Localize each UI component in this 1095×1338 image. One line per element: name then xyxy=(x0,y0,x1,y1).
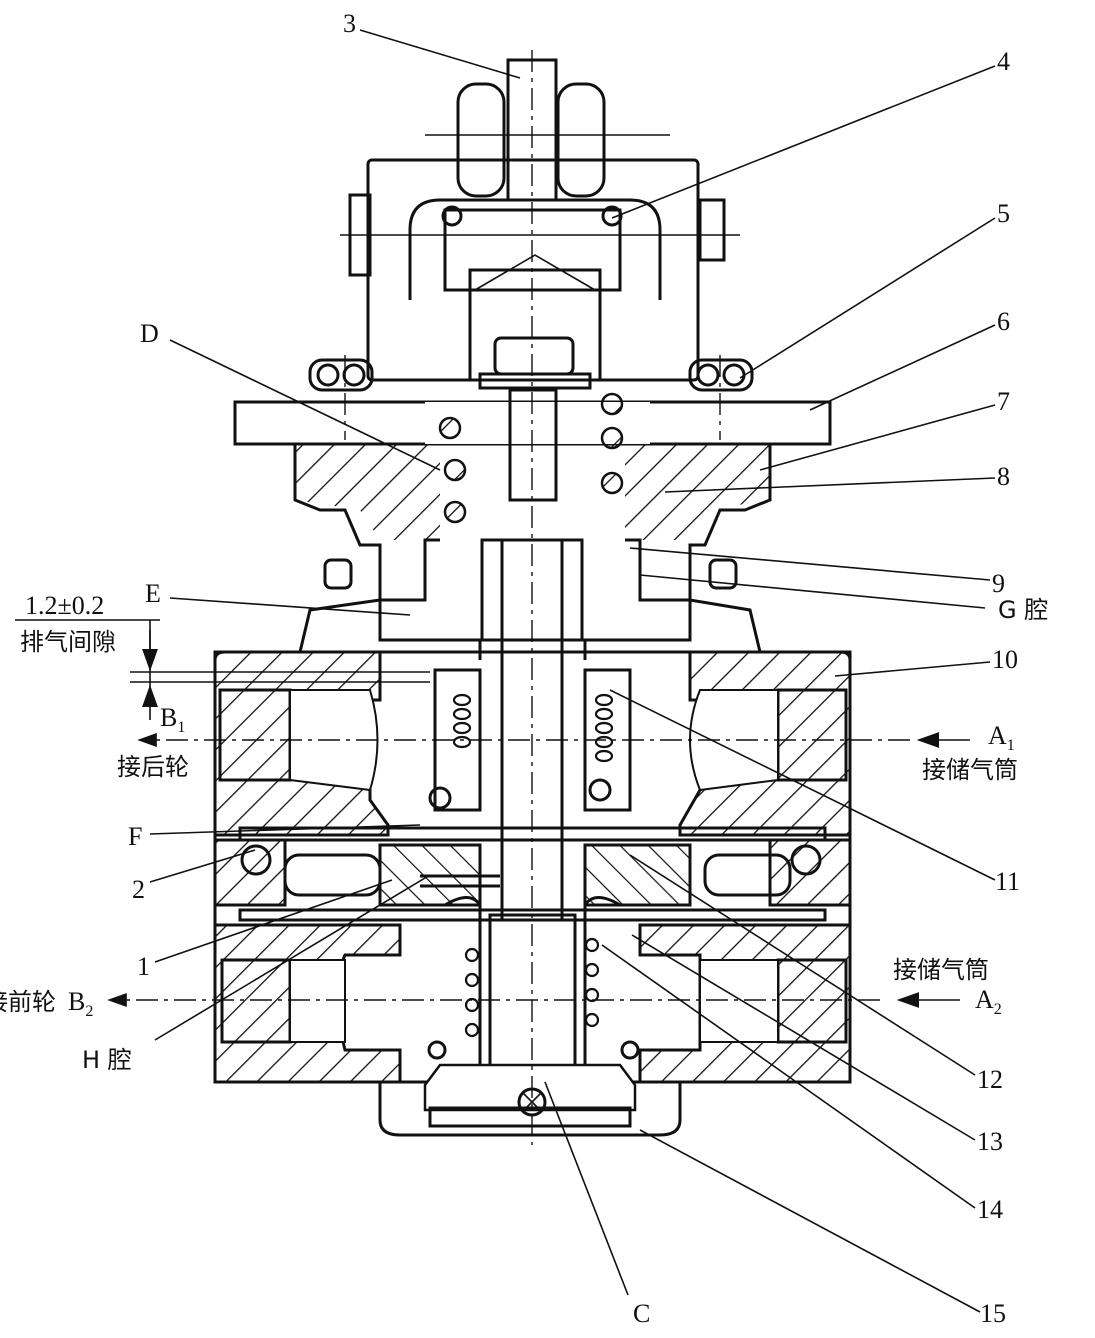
valve-body xyxy=(130,50,852,1145)
label-5: 5 xyxy=(997,199,1010,228)
label-4: 4 xyxy=(997,47,1010,76)
letter-labels: D E F C G 腔 H 腔 xyxy=(82,319,1048,1328)
label-3: 3 xyxy=(343,9,356,38)
label-1: 1 xyxy=(137,952,150,981)
port-labels: B1 接后轮 A1 接储气筒 接储气筒 A2 接前轮 B2 xyxy=(0,703,1018,1020)
label-14: 14 xyxy=(977,1195,1003,1224)
port-rear-wheel: 接后轮 xyxy=(117,753,189,781)
port-B1: B1 xyxy=(160,703,185,736)
label-12: 12 xyxy=(977,1065,1003,1094)
port-A2: A2 xyxy=(975,985,1002,1018)
label-F: F xyxy=(128,822,142,851)
flow-arrows xyxy=(107,630,970,1008)
label-9: 9 xyxy=(992,569,1005,598)
label-H-chamber: H 腔 xyxy=(82,1046,132,1074)
gap-dimension: 1.2±0.2 xyxy=(25,591,104,620)
label-C: C xyxy=(633,1299,650,1328)
label-6: 6 xyxy=(997,307,1010,336)
label-10: 10 xyxy=(992,645,1018,674)
label-D: D xyxy=(140,319,159,348)
label-15: 15 xyxy=(980,1299,1006,1328)
port-A1: A1 xyxy=(988,721,1015,754)
label-7: 7 xyxy=(997,387,1010,416)
label-11: 11 xyxy=(995,867,1020,896)
label-13: 13 xyxy=(977,1127,1003,1156)
label-2: 2 xyxy=(132,875,145,904)
label-E: E xyxy=(145,579,161,608)
label-G-chamber: G 腔 xyxy=(998,596,1048,624)
gap-label: 排气间隙 xyxy=(20,628,116,656)
port-B2: B2 xyxy=(68,987,93,1020)
label-8: 8 xyxy=(997,462,1010,491)
port-front-wheel: 接前轮 xyxy=(0,988,56,1016)
port-reservoir-lower: 接储气筒 xyxy=(893,956,989,984)
port-reservoir-upper: 接储气筒 xyxy=(922,756,1018,784)
part-number-labels: 3 4 5 6 7 8 9 10 11 12 13 14 15 1 2 xyxy=(132,9,1020,1328)
gap-annotation: 1.2±0.2 排气间隙 xyxy=(15,591,160,656)
leader-lines xyxy=(149,29,996,1313)
